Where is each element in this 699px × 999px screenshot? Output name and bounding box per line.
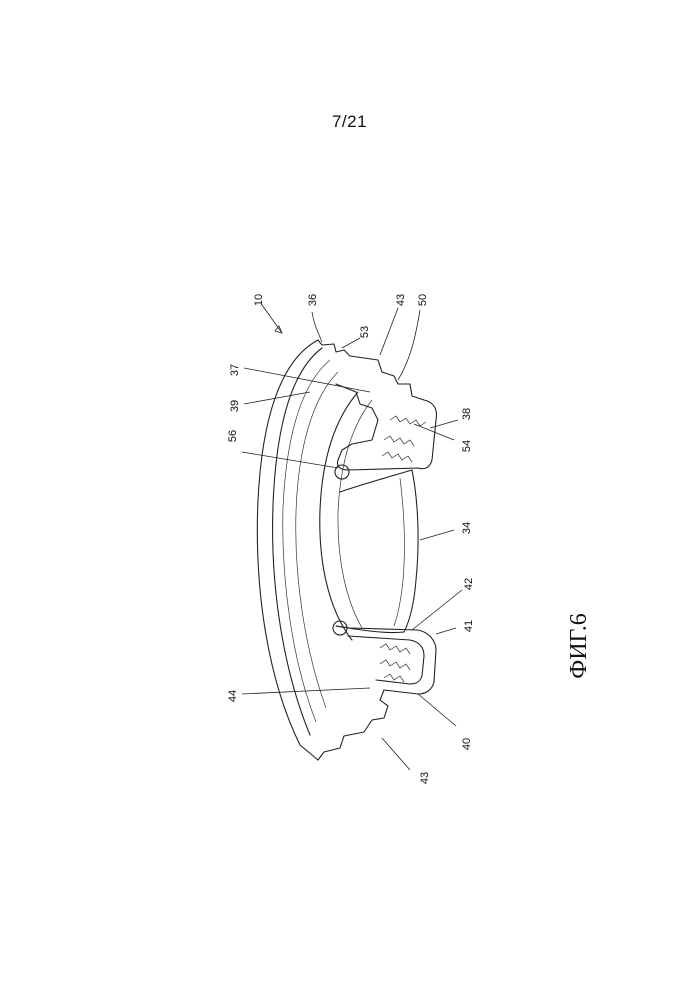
lower-section-profile bbox=[318, 626, 436, 760]
numeral-34: 34 bbox=[461, 522, 473, 534]
leader-50 bbox=[398, 310, 420, 380]
numeral-42: 42 bbox=[463, 578, 475, 590]
leader-41 bbox=[436, 628, 456, 634]
lower-spring-coil bbox=[380, 644, 410, 682]
leader-34 bbox=[420, 530, 454, 540]
leader-lines bbox=[242, 305, 462, 770]
numeral-54: 54 bbox=[461, 440, 473, 452]
numeral-39: 39 bbox=[229, 400, 241, 412]
leader-40 bbox=[418, 694, 456, 726]
outer-flange-edge-inner bbox=[273, 348, 322, 735]
numeral-40: 40 bbox=[461, 738, 473, 750]
leader-43-bottom bbox=[382, 738, 410, 770]
flange-rim-line-1 bbox=[283, 360, 330, 722]
numeral-38: 38 bbox=[461, 408, 473, 420]
center-shell-outer bbox=[404, 470, 418, 632]
upper-spring-coil bbox=[382, 416, 426, 462]
flange-rim-line-2 bbox=[296, 372, 338, 708]
numeral-37: 37 bbox=[229, 364, 241, 376]
numeral-53: 53 bbox=[359, 326, 371, 338]
ring-assembly bbox=[257, 340, 436, 760]
leader-43-top bbox=[380, 308, 398, 355]
leader-10 bbox=[262, 305, 282, 333]
inner-bore-line bbox=[338, 400, 372, 628]
leader-37 bbox=[244, 368, 370, 392]
center-shell-inner bbox=[394, 478, 404, 626]
numeral-41: 41 bbox=[463, 620, 475, 632]
numeral-43-bottom: 43 bbox=[419, 772, 431, 784]
leader-38 bbox=[430, 420, 458, 428]
numeral-44: 44 bbox=[227, 690, 239, 702]
numeral-36: 36 bbox=[307, 294, 319, 306]
upper-section-profile bbox=[318, 340, 437, 470]
figure-caption: ФИГ.6 bbox=[566, 613, 592, 678]
leader-56 bbox=[242, 452, 338, 468]
leader-39 bbox=[244, 392, 310, 404]
numeral-56: 56 bbox=[227, 430, 239, 442]
inner-bore-top bbox=[320, 392, 358, 640]
numeral-10: 10 bbox=[253, 294, 265, 306]
leader-42 bbox=[412, 590, 462, 630]
numeral-50: 50 bbox=[417, 294, 429, 306]
leader-36 bbox=[312, 312, 322, 342]
numeral-43-top: 43 bbox=[395, 294, 407, 306]
leader-53 bbox=[342, 338, 360, 348]
